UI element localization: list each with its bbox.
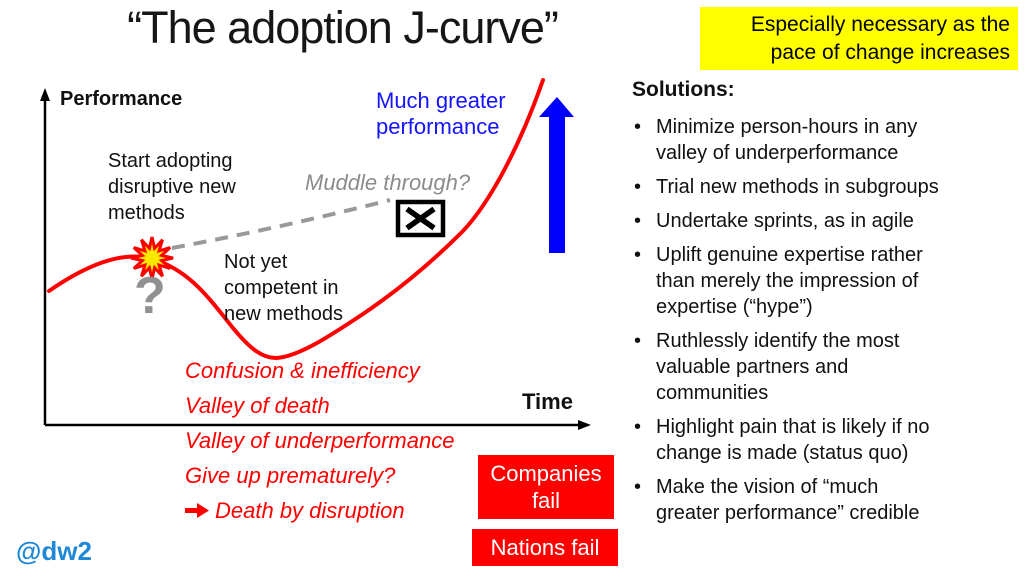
- right-arrow-icon: [185, 503, 209, 518]
- caption-death-by-disruption: Death by disruption: [185, 498, 454, 533]
- question-mark: ?: [134, 267, 166, 325]
- caption-valley-of-underperformance: Valley of underperformance: [185, 428, 455, 453]
- annotation-muddle-through: Muddle through?: [305, 170, 471, 195]
- solution-item: Uplift genuine expertise rather than mer…: [632, 242, 1024, 320]
- solutions-heading: Solutions:: [632, 78, 735, 101]
- companies-fail-box: Companies fail: [478, 455, 614, 519]
- solutions-list: Minimize person-hours in any valley of u…: [632, 114, 1024, 526]
- solution-item: Undertake sprints, as in agile: [632, 208, 1024, 234]
- annotation-start-adopting: Start adopting disruptive new methods: [108, 150, 236, 224]
- caption-confusion: Confusion & inefficiency: [185, 358, 420, 383]
- twitter-handle: @dw2: [16, 536, 92, 566]
- page-title: “The adoption J-curve”: [127, 2, 559, 53]
- caption-valley-of-death: Valley of death: [185, 393, 330, 418]
- solution-item: Make the vision of “much greater perform…: [632, 474, 1024, 526]
- annotation-not-yet-competent: Not yet competent in new methods: [224, 251, 343, 325]
- note-box: Especially necessary as the pace of chan…: [700, 7, 1018, 70]
- solution-item: Highlight pain that is likely if no chan…: [632, 414, 1024, 466]
- growth-arrow-icon: [539, 97, 574, 253]
- y-axis: [40, 88, 50, 425]
- solution-item: Ruthlessly identify the most valuable pa…: [632, 328, 1024, 406]
- caption-give-up: Give up prematurely?: [185, 463, 396, 488]
- annotation-much-greater: Much greater performance: [376, 88, 506, 139]
- muddle-dashed-line: [171, 198, 391, 250]
- x-axis-label: Time: [522, 389, 573, 414]
- y-axis-label: Performance: [60, 88, 183, 110]
- x-axis: [45, 420, 591, 430]
- solution-item: Minimize person-hours in any valley of u…: [632, 114, 1024, 166]
- valley-captions: Confusion & inefficiency Valley of death…: [185, 358, 454, 533]
- solutions-panel: Solutions: Minimize person-hours in any …: [632, 78, 1024, 534]
- crash-starburst-icon: [130, 236, 174, 280]
- caption-death-text: Death by disruption: [215, 498, 405, 523]
- nations-fail-box: Nations fail: [472, 529, 618, 566]
- solution-item: Trial new methods in subgroups: [632, 174, 1024, 200]
- rejected-box-icon: [395, 199, 446, 238]
